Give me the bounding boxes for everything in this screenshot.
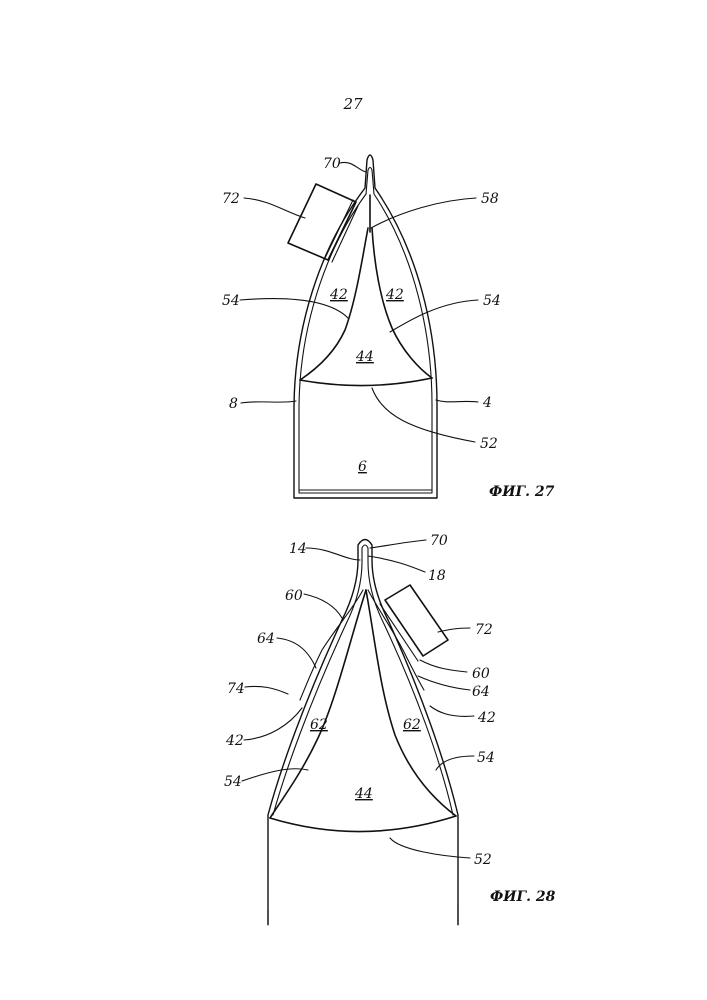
fig28-leader-72 (438, 628, 470, 632)
fig27-label-4: 4 (482, 395, 492, 411)
fig27-leader-4 (436, 400, 478, 402)
fig28-label-54-right: 54 (477, 750, 495, 766)
fig28-label-44: 44 (354, 786, 373, 802)
fig27-leader-54-right (390, 300, 478, 332)
fig28-label-62-right: 62 (403, 717, 421, 733)
fig27-caption: ФИГ. 27 (489, 484, 555, 500)
fig28-channel-right (368, 590, 424, 690)
fig27-leader-52 (372, 388, 475, 442)
fig27-label-54-right: 54 (483, 293, 501, 309)
fig28-seal-52 (270, 816, 456, 832)
fig27-outer-wall (294, 155, 437, 498)
fig27-label-44: 44 (355, 349, 374, 365)
fig28-inner-wall-right (368, 562, 453, 815)
fig27-label-58: 58 (481, 191, 499, 207)
fig28-inner-wall-left (273, 545, 368, 815)
fig28-caption: ФИГ. 28 (490, 889, 556, 905)
fig27-label-72: 72 (222, 191, 240, 207)
fig28-leader-64-right (418, 676, 470, 690)
fig27-label-42-right: 42 (385, 287, 404, 303)
fig27-cap-body (288, 184, 356, 260)
fig28-leader-60-left (304, 594, 342, 618)
fig28-leader-70 (370, 540, 426, 548)
fig28-label-18: 18 (428, 568, 446, 584)
fig27-label-42-left: 42 (329, 287, 348, 303)
fig27-inner-wall (299, 168, 432, 494)
fig28-label-42-right: 42 (477, 710, 496, 726)
figure-28: 14 70 18 60 72 64 60 74 64 62 62 42 42 5… (224, 533, 556, 925)
fig27-leader-72 (244, 198, 305, 218)
fig28-label-74: 74 (227, 681, 245, 697)
fig27-seal-52 (300, 378, 432, 386)
fig28-label-42-left: 42 (225, 733, 244, 749)
fig28-label-14: 14 (289, 541, 307, 557)
fig28-leader-42-right (430, 706, 474, 716)
fig28-label-72: 72 (475, 622, 493, 638)
fig28-seal-54-left (270, 590, 366, 818)
fig27-label-54-left: 54 (222, 293, 240, 309)
fig27-seal-54-right (372, 228, 432, 378)
fig28-label-62-left: 62 (310, 717, 328, 733)
fig28-label-54-left: 54 (224, 774, 242, 790)
fig28-label-60-left: 60 (285, 588, 303, 604)
fig27-leader-8 (241, 401, 296, 403)
fig28-seal-54-right (366, 590, 456, 816)
fig28-label-64-right: 64 (472, 684, 490, 700)
fig28-outer-wall-right (372, 560, 458, 925)
fig28-cap-body (385, 585, 448, 656)
fig27-leader-70 (340, 162, 366, 172)
fig28-leader-64-left (277, 638, 316, 668)
fig27-label-6: 6 (358, 459, 367, 475)
fig28-leader-74 (245, 686, 288, 694)
fig27-cap-rim (325, 200, 353, 258)
fig28-leader-60-right (420, 660, 467, 672)
fig28-cap (380, 585, 448, 661)
page-number: 27 (342, 95, 363, 113)
fig28-leader-18 (368, 556, 425, 572)
fig27-label-52: 52 (480, 436, 498, 452)
fig28-label-60-right: 60 (472, 666, 490, 682)
figure-27: 70 72 58 42 42 54 54 44 8 4 52 6 ФИГ. 27 (222, 155, 555, 500)
fig28-label-64-left: 64 (257, 631, 275, 647)
fig27-label-70: 70 (323, 156, 341, 172)
fig28-cap-rim (380, 604, 418, 661)
fig27-leader-58 (371, 198, 476, 228)
fig27-label-8: 8 (229, 396, 238, 412)
fig28-label-52: 52 (474, 852, 492, 868)
fig28-label-70: 70 (430, 533, 448, 549)
fig28-leader-14 (306, 548, 360, 560)
